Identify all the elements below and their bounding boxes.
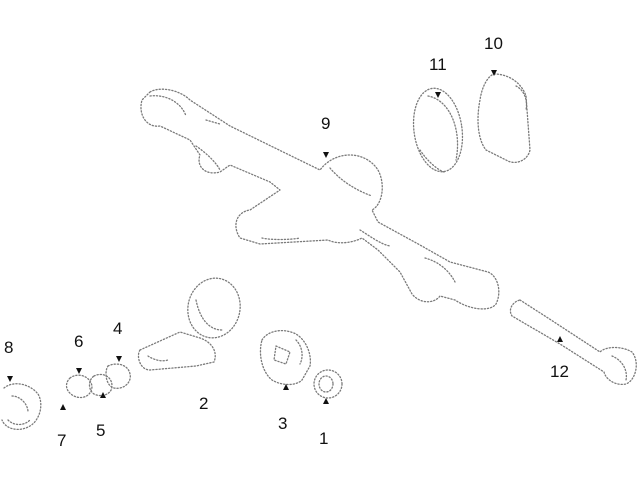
callout-4: 4 [113, 319, 122, 362]
callout-1: 1 [319, 398, 329, 448]
part-1-cap [313, 369, 343, 399]
callout-number: 3 [278, 414, 287, 433]
callout-number: 11 [429, 55, 447, 74]
callout-number: 7 [57, 431, 66, 450]
callout-number: 1 [319, 429, 328, 448]
part-4-joint [105, 363, 131, 389]
callout-number: 6 [74, 332, 83, 351]
callout-8: 8 [4, 338, 13, 382]
callout-12: 12 [550, 336, 569, 381]
callout-2: 2 [199, 394, 208, 413]
callout-number: 12 [550, 362, 569, 381]
part-8-yoke [1, 383, 42, 431]
callout-5: 5 [96, 392, 106, 440]
callout-number: 8 [4, 338, 13, 357]
callout-11: 11 [429, 55, 447, 98]
callout-10: 10 [484, 34, 503, 76]
part-6-joint [65, 374, 93, 399]
callout-7: 7 [57, 404, 66, 450]
part-10-cover [477, 73, 531, 164]
part-12-shaft [509, 299, 637, 386]
callout-number: 10 [484, 34, 503, 53]
part-11-ring [412, 87, 464, 173]
callout-number: 9 [321, 114, 330, 133]
callout-number: 2 [199, 394, 208, 413]
part-9-axle-housing [140, 88, 500, 310]
callout-9: 9 [321, 114, 330, 158]
callout-number: 5 [96, 421, 105, 440]
part-2-drive-shaft [137, 277, 241, 371]
callout-number: 4 [113, 319, 122, 338]
part-3-bracket [259, 329, 312, 386]
callout-3: 3 [278, 384, 289, 433]
callout-6: 6 [74, 332, 83, 374]
part-5-joint [88, 373, 113, 397]
